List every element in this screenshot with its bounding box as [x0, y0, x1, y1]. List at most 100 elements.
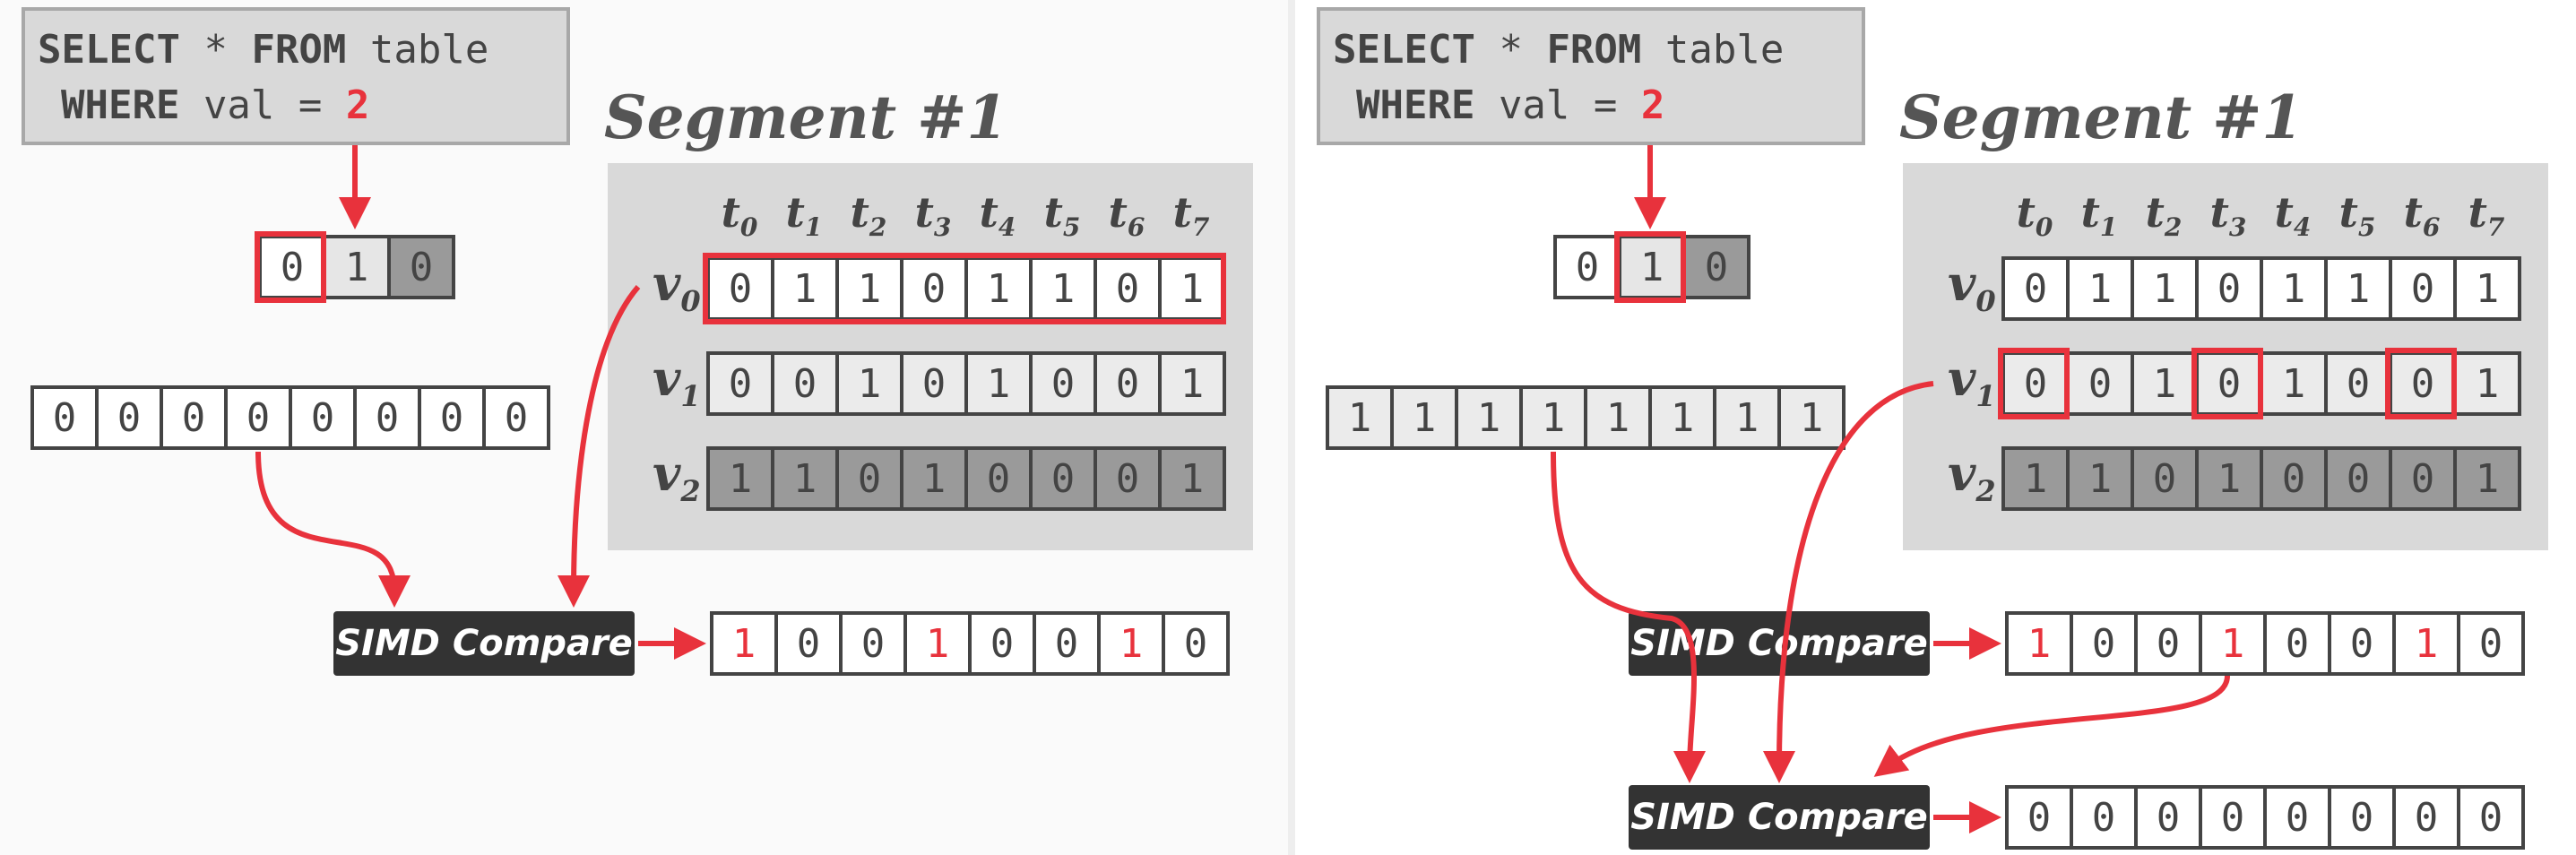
highlight-row-v0 — [703, 253, 1226, 324]
sql-line-2: WHERE val = 2 — [61, 82, 369, 129]
bit-cell: 0 — [34, 389, 99, 450]
highlight-v1-t3 — [2191, 348, 2263, 419]
result-vector-2: 0 0 0 0 0 0 0 0 — [2005, 785, 2525, 850]
col-header-base: t — [2338, 188, 2358, 237]
sql-star: * — [1474, 27, 1547, 73]
segment-title: Segment #1 — [1899, 82, 2304, 152]
col-header-sub: 0 — [739, 212, 758, 243]
bit-cell: 0 — [2328, 450, 2392, 511]
bit-cell: 1 — [2134, 260, 2199, 321]
sql-query-box: SELECT * FROM table WHERE val = 2 — [22, 7, 570, 145]
bit-cell: 1 — [2005, 450, 2070, 511]
bit-cell: 0 — [486, 389, 550, 450]
bit-cell: 1 — [1523, 389, 1587, 450]
col-header-base: t — [2145, 188, 2165, 237]
col-header-t1: t1 — [771, 188, 837, 242]
bit-cell: 0 — [2392, 260, 2457, 321]
bit-cell: 0 — [774, 355, 839, 416]
bit-cell: 1 — [2457, 450, 2521, 511]
col-header-base: t — [721, 188, 740, 237]
row-label-base: v — [653, 255, 681, 312]
bit-cell: 0 — [391, 238, 455, 299]
col-header-base: t — [2468, 188, 2487, 237]
col-header-sub: 1 — [804, 212, 823, 243]
bit-cell: 0 — [1097, 260, 1162, 321]
highlight-bit-0 — [255, 231, 326, 303]
col-header-base: t — [2016, 188, 2036, 237]
broadcast-vector: 1 1 1 1 1 1 1 1 — [1326, 385, 1846, 450]
col-header-base: t — [2274, 188, 2294, 237]
col-header-base: t — [2080, 188, 2100, 237]
bit-cell: 1 — [710, 450, 774, 511]
bit-cell: 0 — [2460, 615, 2525, 676]
col-header-t7: t7 — [1158, 188, 1224, 242]
panel-divider — [1288, 0, 1295, 855]
col-header-base: t — [785, 188, 805, 237]
bit-cell: 0 — [2460, 789, 2525, 850]
col-header-sub: 7 — [1191, 212, 1210, 243]
sql-line-1: SELECT * FROM table — [38, 27, 488, 73]
bit-cell: 1 — [713, 615, 778, 676]
bit-cell: 1 — [903, 450, 968, 511]
row-label-v1: v1 — [653, 350, 701, 413]
bit-cell: 0 — [2138, 789, 2202, 850]
arrow-result1-to-simd-2 — [1873, 675, 2230, 777]
row-label-v0: v0 — [1948, 255, 1996, 318]
sql-keyword-from: FROM — [251, 27, 347, 73]
col-header-sub: 1 — [2099, 212, 2118, 243]
bit-cell: 0 — [228, 389, 292, 450]
col-header-t3: t3 — [2195, 188, 2261, 242]
sql-condition: val = — [1474, 82, 1641, 128]
bit-cell: 1 — [1162, 355, 1226, 416]
col-header-base: t — [979, 188, 998, 237]
col-header-sub: 4 — [998, 212, 1016, 243]
col-header-t3: t3 — [900, 188, 966, 242]
row-label-base: v — [653, 445, 681, 502]
right-panel: SELECT * FROM table WHERE val = 2 Segmen… — [1295, 0, 2576, 855]
bit-cell: 0 — [2134, 450, 2199, 511]
col-header-sub: 6 — [1127, 212, 1145, 243]
bit-cell: 0 — [1033, 355, 1097, 416]
segment-title: Segment #1 — [604, 82, 1008, 152]
bit-cell: 1 — [774, 450, 839, 511]
sql-keyword-select: SELECT — [38, 27, 180, 73]
bit-cell: 1 — [907, 615, 972, 676]
arrow-broadcast-to-simd-2 — [1551, 451, 1707, 783]
bit-cell: 0 — [1165, 615, 1230, 676]
row-label-v1: v1 — [1948, 350, 1996, 413]
encoded-value: 0 1 0 — [1553, 235, 1750, 299]
bit-cell: 1 — [2009, 615, 2073, 676]
bit-cell: 0 — [2392, 450, 2457, 511]
col-header-t4: t4 — [964, 188, 1031, 242]
col-header-base: t — [1043, 188, 1063, 237]
bit-cell: 0 — [2267, 789, 2331, 850]
bit-cell: 1 — [1781, 389, 1846, 450]
row-label-sub: 2 — [680, 473, 701, 508]
bit-cell: 1 — [2263, 260, 2328, 321]
bitmap-row-v2: 1 1 0 1 0 0 0 1 — [706, 446, 1226, 511]
bit-cell: 0 — [2331, 789, 2396, 850]
sql-value: 2 — [1640, 82, 1665, 128]
row-label-v2: v2 — [653, 445, 701, 508]
sql-value: 2 — [345, 82, 370, 128]
col-header-base: t — [2403, 188, 2423, 237]
bit-cell: 0 — [1033, 450, 1097, 511]
highlight-v1-t0 — [1998, 348, 2070, 419]
col-header-sub: 0 — [2035, 212, 2053, 243]
col-header-sub: 5 — [2357, 212, 2376, 243]
col-header-sub: 2 — [2164, 212, 2183, 243]
bit-cell: 1 — [839, 355, 903, 416]
col-header-t2: t2 — [2131, 188, 2197, 242]
col-header-sub: 5 — [1062, 212, 1081, 243]
bit-cell: 1 — [326, 238, 391, 299]
col-header-sub: 7 — [2486, 212, 2505, 243]
col-header-sub: 2 — [869, 212, 887, 243]
row-label-base: v — [1948, 445, 1976, 502]
bit-cell: 1 — [2457, 355, 2521, 416]
bit-cell: 1 — [1652, 389, 1716, 450]
col-header-base: t — [2209, 188, 2229, 237]
sql-query-box: SELECT * FROM table WHERE val = 2 — [1317, 7, 1865, 145]
bit-cell: 0 — [1036, 615, 1101, 676]
bit-cell: 0 — [1557, 238, 1621, 299]
bit-cell: 0 — [2073, 789, 2138, 850]
